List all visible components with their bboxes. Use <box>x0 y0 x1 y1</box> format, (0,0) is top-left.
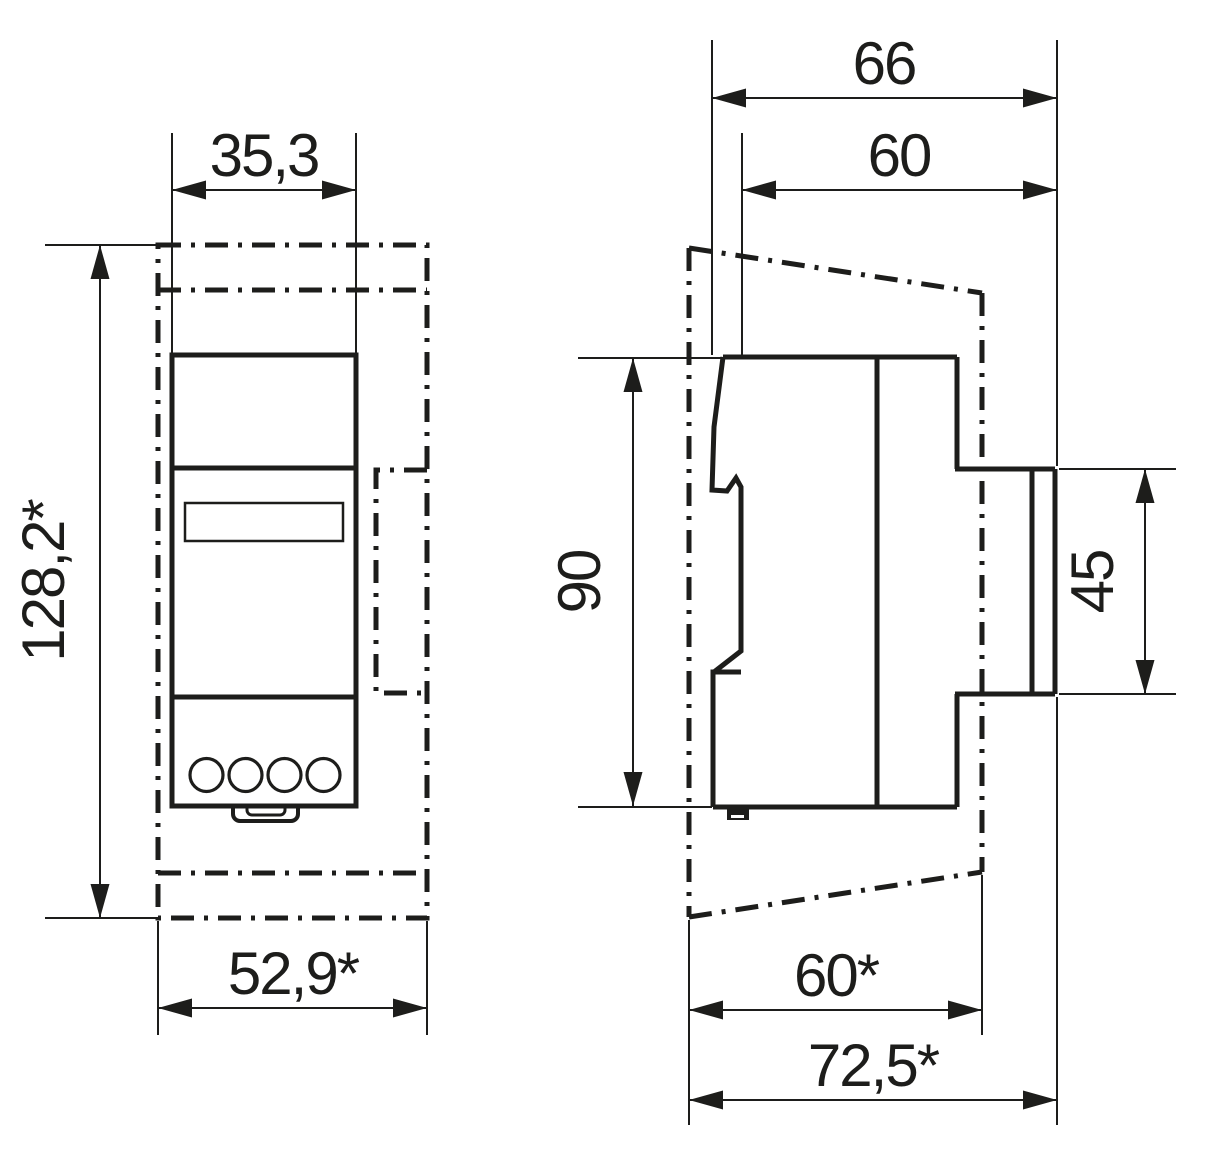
dim-label-width-bottom: 52,9* <box>228 940 360 1007</box>
din-latch-front-inner <box>245 806 287 817</box>
label-window <box>183 501 345 543</box>
side-dim-depth-total: 66 <box>711 30 1058 466</box>
arrowhead-top <box>623 358 643 392</box>
arrowhead-top <box>90 245 110 279</box>
side-dim-depth-front: 60 <box>741 122 1057 355</box>
din-latch-side <box>727 807 749 820</box>
arrowhead-left <box>712 88 746 108</box>
side-device-body <box>709 354 1058 820</box>
side-dim-height-body: 90 <box>546 357 721 808</box>
front-dim-width-top: 35,3 <box>171 122 357 353</box>
side-phantom-top-slope <box>688 245 983 296</box>
dim-label-depth-max: 72,5* <box>808 1032 940 1099</box>
arrowhead-left <box>158 998 192 1018</box>
front-phantom-accessory-box <box>373 467 427 696</box>
side-view: 66 60 90 45 <box>546 30 1176 1125</box>
terminal-circle <box>305 756 342 794</box>
terminal-circle <box>266 756 303 794</box>
din-latch-front <box>231 806 300 823</box>
arrowhead-left <box>742 180 776 200</box>
din-rail-slot-profile <box>709 356 744 807</box>
arrowhead-bottom <box>623 772 643 806</box>
dim-label-height-front-panel: 45 <box>1059 551 1126 614</box>
side-phantom-bottom-slope <box>688 869 983 920</box>
front-view: 35,3 128,2* 52,9* <box>10 122 430 1035</box>
arrowhead-left <box>689 1000 723 1020</box>
arrowhead-bottom <box>90 884 110 918</box>
front-device-body <box>169 352 359 823</box>
side-dim-depth-max: 72,5* <box>688 697 1058 1125</box>
side-phantom-envelope <box>686 245 985 920</box>
terminal-circle <box>188 756 225 794</box>
front-phantom-outline <box>155 242 430 921</box>
arrowhead-bottom <box>1135 660 1155 694</box>
dim-label-depth-total: 66 <box>853 30 916 97</box>
din-latch-side-slit <box>731 815 744 818</box>
dim-label-height: 128,2* <box>10 499 77 662</box>
terminal-circle <box>227 756 264 794</box>
arrowhead-right <box>948 1000 982 1020</box>
dim-label-height-body: 90 <box>546 550 613 613</box>
front-dim-width-bottom: 52,9* <box>157 921 428 1035</box>
front-phantom-envelope <box>155 242 430 921</box>
dim-label-depth-recessed: 60* <box>794 942 880 1009</box>
device-body-outline <box>169 352 359 809</box>
arrowhead-top <box>1135 469 1155 503</box>
side-dim-height-front-panel: 45 <box>1059 468 1176 695</box>
side-dim-depth-recessed: 60* <box>689 875 983 1035</box>
dim-label-depth-front: 60 <box>868 122 931 189</box>
arrowhead-left <box>689 1090 723 1110</box>
arrowhead-right <box>393 998 427 1018</box>
arrowhead-right <box>1023 1090 1057 1110</box>
arrowhead-right <box>1023 88 1057 108</box>
dim-label-width-top: 35,3 <box>210 122 319 189</box>
arrowhead-right <box>322 180 356 200</box>
arrowhead-right <box>1023 180 1057 200</box>
front-dim-height: 128,2* <box>10 244 158 919</box>
arrowhead-left <box>172 180 206 200</box>
